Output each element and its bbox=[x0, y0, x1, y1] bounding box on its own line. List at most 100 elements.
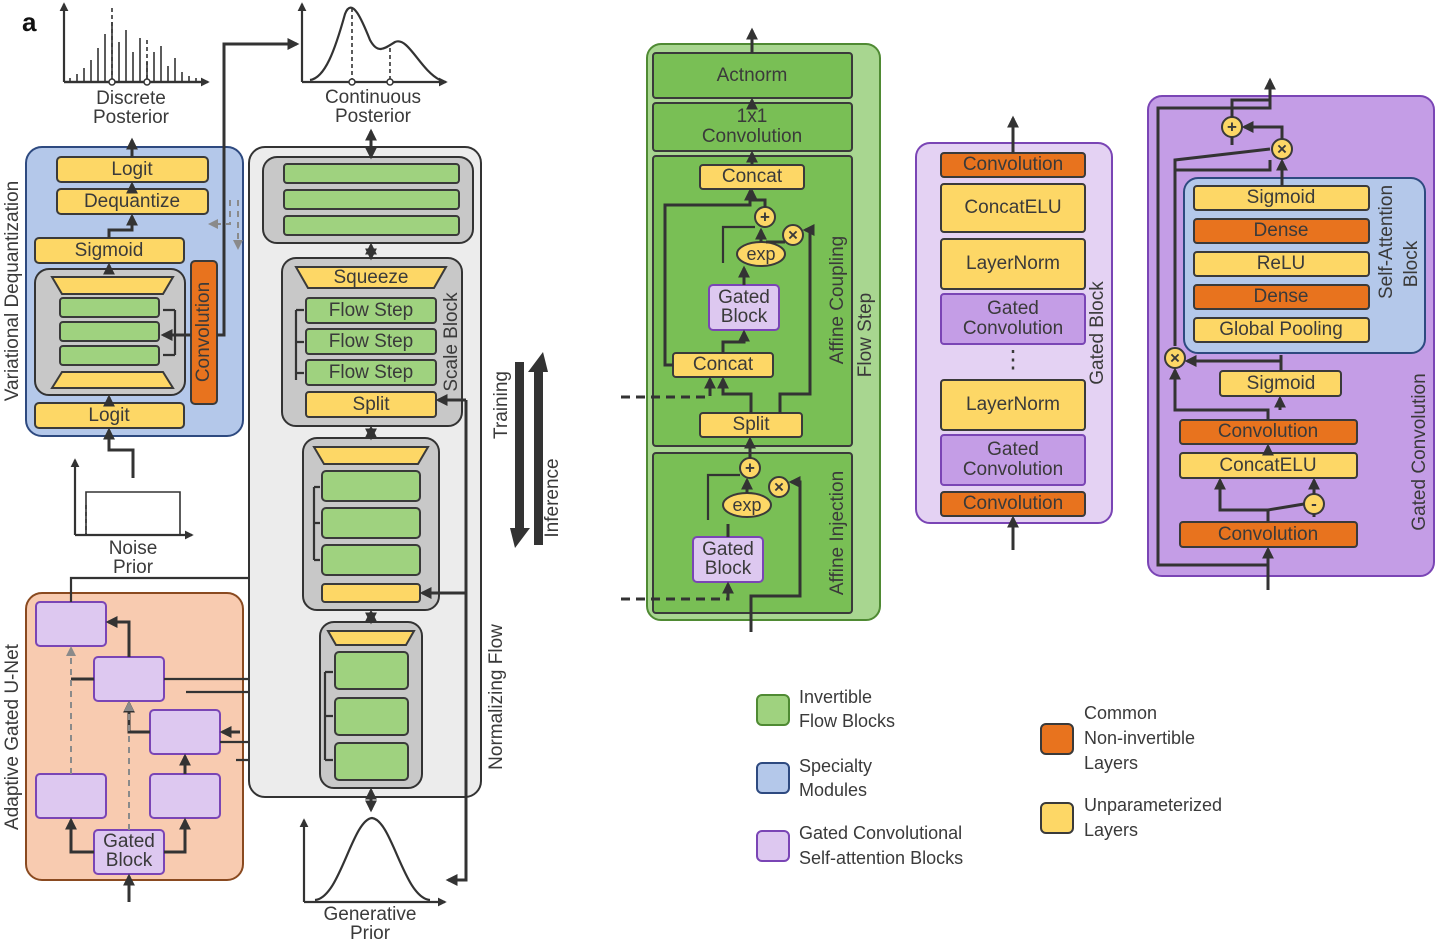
sa-global-pooling-label: Global Pooling bbox=[1219, 319, 1343, 340]
coupling-gated-block-label-1: Gated bbox=[718, 287, 770, 308]
vardeq-flow-block-2 bbox=[59, 321, 160, 342]
gc-convolution-bottom-label: Convolution bbox=[1218, 524, 1318, 545]
legend-swatch bbox=[756, 694, 790, 726]
flow-top-block-3 bbox=[283, 215, 460, 236]
gated-block-title: Gated Block bbox=[1087, 281, 1108, 385]
affine-injection-title: Affine Injection bbox=[827, 471, 848, 595]
flow-step-1 bbox=[305, 297, 437, 324]
flow-step-2 bbox=[305, 328, 437, 355]
vardeq-dequantize-label: Dequantize bbox=[84, 191, 180, 212]
injection-plus-label: + bbox=[745, 458, 755, 477]
conv1x1-label-1: 1x1 bbox=[737, 106, 768, 127]
gc-minus-label: - bbox=[1311, 494, 1317, 513]
flow-mid-block-3 bbox=[321, 544, 421, 576]
gb-dots: ⋮ bbox=[1001, 346, 1025, 373]
unet-block-1 bbox=[35, 601, 107, 647]
noise-prior-label-2: Prior bbox=[113, 557, 154, 578]
vardeq-flow-block-3 bbox=[59, 345, 160, 366]
unet-gated-block-label-1: Gated bbox=[103, 831, 155, 852]
gb-concatelu bbox=[940, 183, 1086, 233]
flow-split-label: Split bbox=[353, 394, 391, 415]
noise-prior-plot bbox=[70, 458, 194, 540]
gc-times-left-label: × bbox=[1170, 348, 1180, 367]
sa-relu-label: ReLU bbox=[1257, 253, 1306, 274]
flow-bottom-squeeze bbox=[326, 630, 416, 646]
gc-times-top-label: × bbox=[1277, 139, 1287, 158]
sa-dense-2-label: Dense bbox=[1254, 286, 1309, 307]
gb-layernorm-1-label: LayerNorm bbox=[966, 253, 1060, 274]
gb-concatelu-label: ConcatELU bbox=[964, 197, 1061, 218]
actnorm-label: Actnorm bbox=[717, 65, 788, 86]
coupling-plus-label: + bbox=[760, 207, 770, 226]
conv1x1-label-2: Convolution bbox=[702, 126, 802, 147]
injection-times-label: × bbox=[774, 477, 784, 496]
legend bbox=[756, 694, 1074, 862]
unet-block-4 bbox=[35, 773, 107, 819]
legend-gated-label-1: Gated Convolutional bbox=[799, 823, 962, 843]
flow-mid-split bbox=[321, 583, 421, 603]
noise-prior-label-1: Noise bbox=[109, 538, 158, 559]
flow-title: Normalizing Flow bbox=[486, 624, 507, 770]
continuous-posterior-label-1: Continuous bbox=[325, 87, 421, 108]
gb-gated-conv-2-label-2: Convolution bbox=[963, 459, 1063, 480]
legend-common-label-3: Layers bbox=[1084, 753, 1138, 773]
sa-dense-1 bbox=[1193, 218, 1370, 244]
coupling-concat-top-label: Concat bbox=[722, 166, 783, 187]
vardeq-logit-top-label: Logit bbox=[111, 159, 153, 180]
legend-swatch bbox=[756, 830, 790, 862]
vardeq-sigmoid-label: Sigmoid bbox=[75, 240, 144, 261]
gb-gated-conv-1-label-2: Convolution bbox=[963, 318, 1063, 339]
legend-flow-label-2: Flow Blocks bbox=[799, 711, 895, 731]
legend-unparam-label-2: Layers bbox=[1084, 820, 1138, 840]
training-inference-arrows bbox=[510, 352, 548, 548]
flow-bottom-block-3 bbox=[334, 742, 409, 781]
gc-concatelu-label: ConcatELU bbox=[1219, 455, 1316, 476]
gb-layernorm-2 bbox=[940, 379, 1086, 431]
legend-swatch bbox=[1040, 723, 1074, 755]
unet-block-3 bbox=[149, 709, 221, 755]
flow-mid-squeeze bbox=[312, 446, 430, 465]
discrete-posterior-plot bbox=[59, 2, 210, 87]
unet-gated-block-label-2: Block bbox=[106, 850, 153, 871]
sa-sigmoid-label: Sigmoid bbox=[1247, 187, 1316, 208]
scale-block-title: Scale Block bbox=[441, 292, 462, 392]
affine-coupling-title: Affine Coupling bbox=[827, 236, 848, 365]
panel-label: a bbox=[22, 7, 37, 37]
gb-layernorm-2-label: LayerNorm bbox=[966, 394, 1060, 415]
flow-step-3 bbox=[305, 359, 437, 386]
gb-convolution-bottom-label: Convolution bbox=[963, 493, 1063, 514]
gb-convolution-top-label: Convolution bbox=[963, 154, 1063, 175]
generative-prior-label-1: Generative bbox=[324, 904, 417, 925]
training-label: Training bbox=[491, 371, 512, 439]
vardeq-squeeze-shape bbox=[50, 276, 175, 295]
generative-prior-plot bbox=[299, 816, 447, 907]
squeeze-shape bbox=[294, 266, 448, 289]
flow-top-block-1 bbox=[283, 163, 460, 184]
discrete-posterior-label-1: Discrete bbox=[96, 88, 166, 109]
vardeq-flow-block-1 bbox=[59, 297, 160, 318]
continuous-posterior-plot bbox=[297, 2, 448, 87]
legend-swatch bbox=[1040, 802, 1074, 834]
legend-specialty-label-1: Specialty bbox=[799, 756, 872, 776]
unet-block-2 bbox=[93, 656, 165, 702]
gc-sigmoid-label: Sigmoid bbox=[1247, 373, 1316, 394]
gc-plus-label: + bbox=[1227, 117, 1237, 136]
gc-convolution-top-label: Convolution bbox=[1218, 421, 1318, 442]
flowstep-title: Flow Step bbox=[855, 293, 876, 377]
vardeq-convolution bbox=[190, 260, 218, 405]
generative-prior-label-2: Prior bbox=[350, 923, 391, 943]
continuous-posterior-label-2: Posterior bbox=[335, 106, 412, 127]
gb-gated-conv-2-label-1: Gated bbox=[987, 439, 1039, 460]
flow-step-2-label: Flow Step bbox=[329, 331, 413, 352]
sa-global-pooling bbox=[1193, 317, 1370, 343]
gb-gated-conv-1-label-1: Gated bbox=[987, 298, 1039, 319]
coupling-gated-block-label-2: Block bbox=[721, 306, 768, 327]
sa-dense-1-label: Dense bbox=[1254, 220, 1309, 241]
unet-block-5 bbox=[149, 773, 221, 819]
coupling-concat-bottom-label: Concat bbox=[693, 354, 754, 375]
inference-label: Inference bbox=[542, 458, 563, 537]
vardeq-convolution-label: Convolution bbox=[193, 282, 214, 382]
gb-gated-conv-1 bbox=[940, 293, 1086, 345]
self-attention-title-1: Self-Attention bbox=[1376, 185, 1397, 299]
discrete-posterior-label-2: Posterior bbox=[93, 107, 170, 128]
